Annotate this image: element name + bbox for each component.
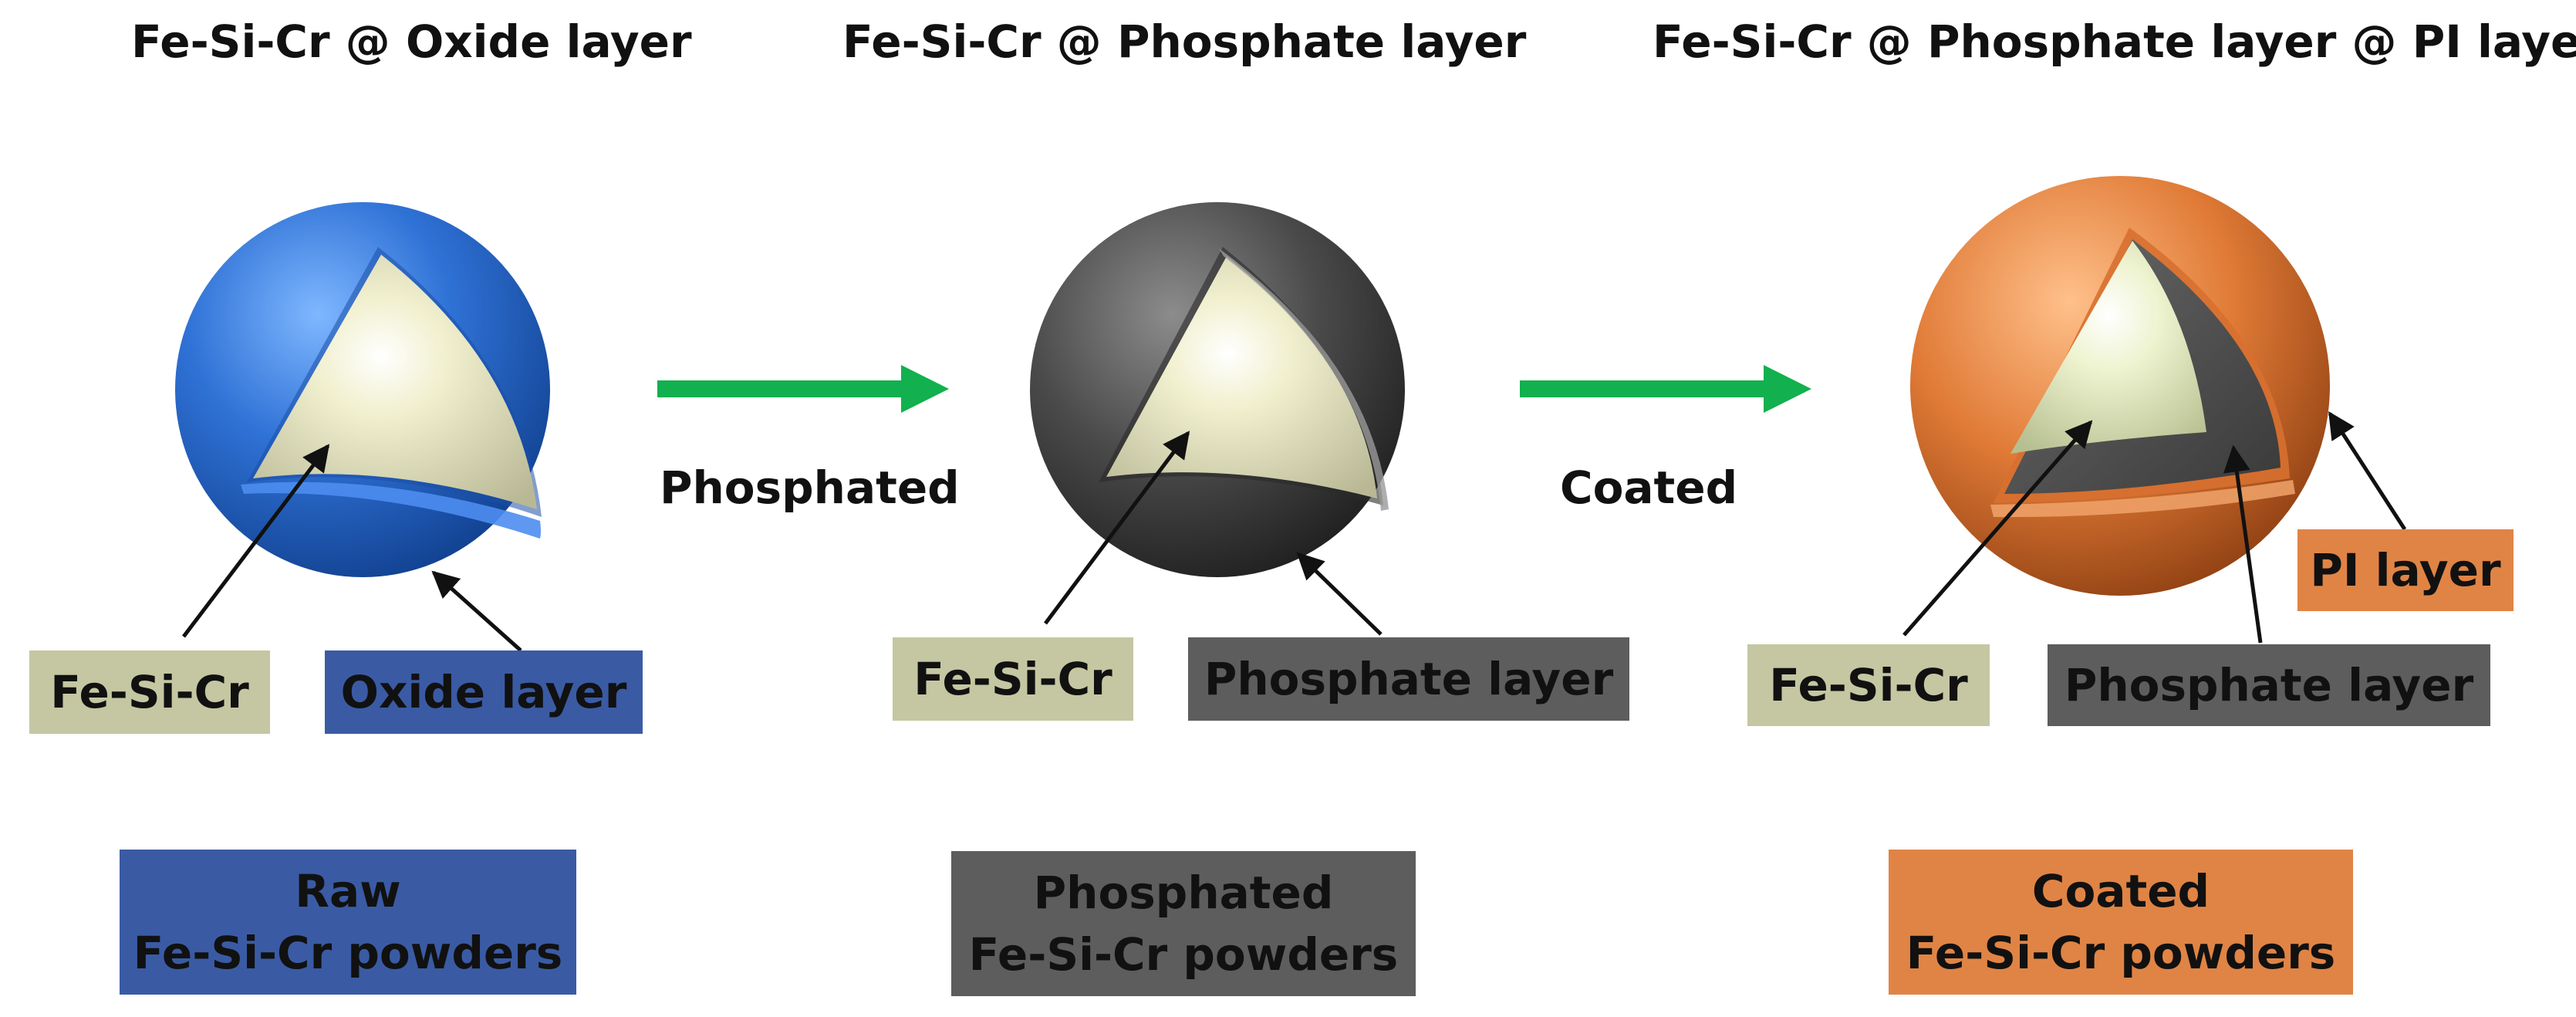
pointer-raw-shell (431, 570, 522, 652)
title-phosphated: Fe-Si-Cr @ Phosphate layer (842, 15, 1527, 68)
caption-coated: Coated Fe-Si-Cr powders (1889, 850, 2353, 995)
label-phos-shell: Phosphate layer (1188, 637, 1629, 721)
pointer-coat-core (1902, 420, 2093, 637)
caption-phosphated-line2: Fe-Si-Cr powders (968, 928, 1399, 981)
caption-phosphated-line1: Phosphated (1033, 866, 1334, 919)
phosphated-particle-sphere-icon (1030, 202, 1405, 577)
label-coat-middle: Phosphate layer (2048, 644, 2490, 726)
title-raw: Fe-Si-Cr @ Oxide layer (131, 15, 692, 68)
label-coat-outer: PI layer (2297, 529, 2514, 611)
caption-raw: Raw Fe-Si-Cr powders (120, 850, 576, 995)
title-coated: Fe-Si-Cr @ Phosphate layer @ PI layer (1653, 15, 2576, 68)
caption-coated-line1: Coated (2031, 864, 2210, 917)
label-raw-core: Fe-Si-Cr (29, 650, 270, 734)
phosphated-process-arrow-icon (657, 365, 949, 413)
pointer-raw-core (182, 444, 330, 638)
caption-raw-line1: Raw (295, 864, 401, 917)
pointer-phos-core (1043, 431, 1190, 625)
label-raw-shell: Oxide layer (325, 650, 643, 734)
pointer-coat-outer (2328, 411, 2407, 531)
pointer-phos-shell (1296, 552, 1383, 636)
caption-phosphated: Phosphated Fe-Si-Cr powders (951, 851, 1416, 996)
label-coat-core: Fe-Si-Cr (1747, 644, 1990, 726)
pointer-coat-middle (2223, 444, 2263, 644)
coated-process-arrow-icon (1520, 365, 1811, 413)
step-label-phosphated: Phosphated (660, 461, 960, 514)
step-label-coated: Coated (1560, 461, 1738, 514)
pointer-lines (182, 411, 2407, 652)
raw-particle-sphere-icon (175, 202, 550, 577)
label-phos-core: Fe-Si-Cr (893, 637, 1133, 721)
caption-coated-line2: Fe-Si-Cr powders (1906, 927, 2336, 979)
caption-raw-line2: Fe-Si-Cr powders (133, 927, 563, 979)
coated-particle-sphere-icon (1910, 176, 2330, 596)
